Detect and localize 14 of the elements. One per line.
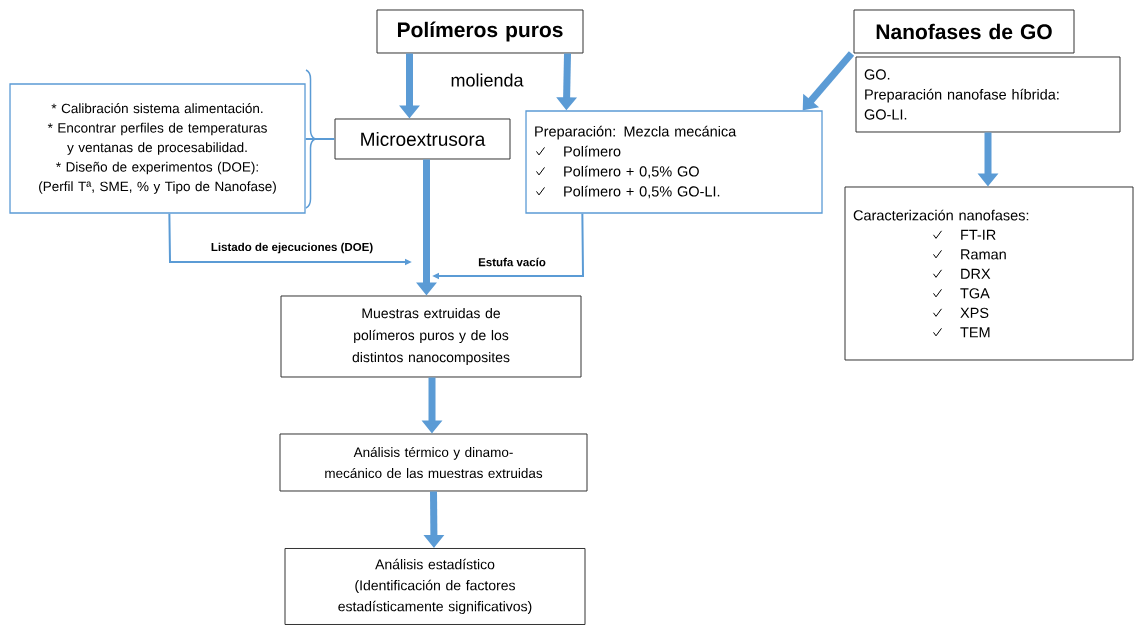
edge-label: Estufa vacío (477, 256, 547, 268)
heading-box: Polímeros puros (376, 9, 584, 54)
process-box: Microextrusora (334, 118, 511, 160)
process-box: Análisis estadístico (Identificación de factores estadísticamente significativos) (284, 548, 586, 625)
process-box: Muestras extruidas de polímeros puros y de los distintos nanocomposites (280, 295, 582, 378)
connector-line (304, 138, 336, 140)
heading-box: Nanofases de GO (853, 9, 1075, 54)
checklist-box: Preparación: Mezcla mecánica Polímero Polímero + 0,5% GO Polímero + 0,5% GO-LI. (525, 110, 823, 214)
checklist-box: Caracterización nanofases: FT-IR Raman DRX TGA XPS TEM (844, 186, 1134, 361)
edge-label: molienda (449, 72, 525, 88)
note-box: * Calibración sistema alimentación. * Encontrar perfiles de temperaturas y ventanas de procesabilidad. * Diseño de experimentos (DOE): (Perfil Tª, SME, % y Tipo de Nanofase) (9, 83, 306, 214)
process-box: Análisis térmico y dinamo-mecánico de las muestras extruidas (279, 433, 588, 492)
process-box: GO. Preparación nanofase híbrida: GO-LI. (855, 56, 1121, 133)
edge-label: Listado de ejecuciones (DOE) (209, 241, 375, 255)
